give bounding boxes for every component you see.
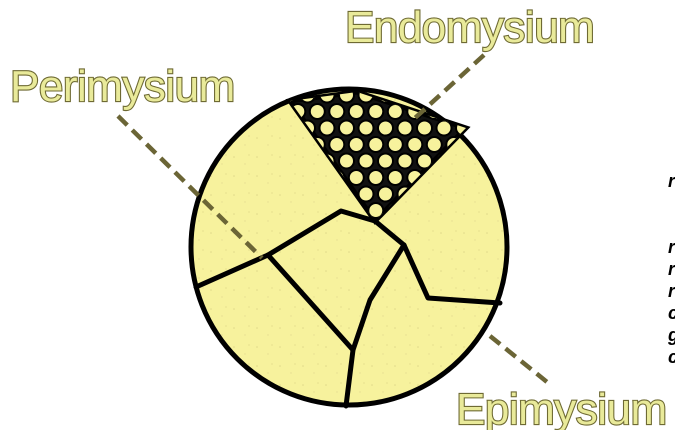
epimysium-label: Epimysium (456, 385, 667, 430)
muscle-fiber (349, 137, 364, 152)
muscle-fiber (398, 121, 413, 136)
epimysium-leader-line (490, 336, 552, 386)
muscle-fiber (437, 121, 452, 136)
muscle-fiber (427, 137, 442, 152)
muscle-fiber (368, 137, 383, 152)
muscle-fiber (378, 187, 393, 202)
side-text-fragment: r (668, 236, 675, 258)
muscle-fiber (320, 121, 335, 136)
muscle-fiber (417, 88, 432, 103)
muscle-fiber (407, 137, 422, 152)
muscle-fiber (349, 104, 364, 119)
side-text-fragment: r (668, 280, 675, 302)
side-text-fragment: g (668, 324, 675, 346)
muscle-fiber (368, 170, 383, 185)
muscle-fiber (339, 121, 354, 136)
muscle-fiber (359, 187, 374, 202)
muscle-fiber (329, 137, 344, 152)
muscle-fiber (368, 104, 383, 119)
muscle-fiber (310, 104, 325, 119)
muscle-fiber (378, 154, 393, 169)
muscle-fiber (398, 154, 413, 169)
muscle-fiber (417, 121, 432, 136)
side-text-fragment: r (668, 258, 675, 280)
muscle-fiber (456, 88, 471, 103)
muscle-fiber (378, 121, 393, 136)
endomysium-label: Endomysium (345, 3, 594, 52)
muscle-fiber (359, 154, 374, 169)
muscle-fiber (359, 121, 374, 136)
muscle-fiber (446, 104, 461, 119)
side-text-fragment: c (668, 346, 675, 368)
side-text-fragment: c (668, 302, 675, 324)
muscle-fiber (329, 104, 344, 119)
side-text-fragment: r (668, 170, 675, 192)
perimysium-label: Perimysium (10, 62, 235, 111)
muscle-fiber (388, 137, 403, 152)
muscle-fiber (339, 154, 354, 169)
muscle-fiber (349, 170, 364, 185)
muscle-fiber (388, 170, 403, 185)
